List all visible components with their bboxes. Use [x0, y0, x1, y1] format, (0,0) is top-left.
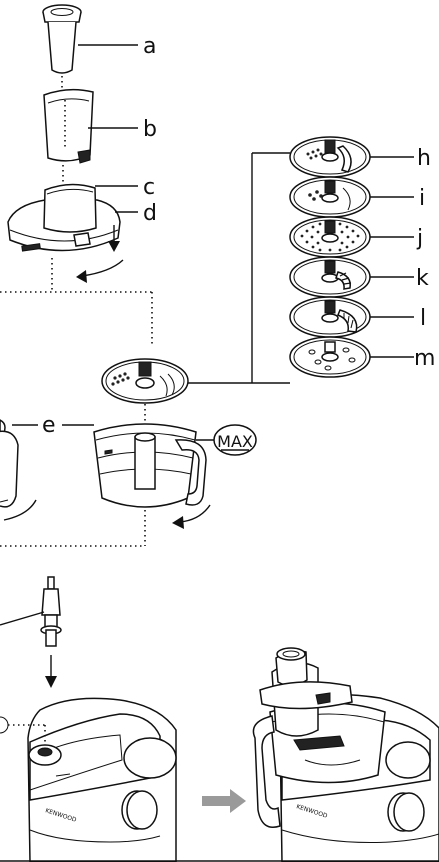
drive-shaft	[0, 577, 61, 688]
disc-j: j	[290, 217, 423, 257]
assembled-processor	[253, 648, 439, 862]
label-c: c	[143, 175, 155, 200]
max-mark: MAX	[196, 425, 256, 455]
disc-bracket	[252, 153, 290, 383]
disc-i: i	[290, 177, 425, 217]
disc-l: l	[290, 297, 426, 337]
part-a-pusher	[43, 5, 138, 73]
transition-arrow	[202, 789, 246, 813]
label-j: j	[416, 226, 423, 251]
label-h: h	[417, 146, 431, 171]
disc-m: m	[290, 337, 435, 377]
disc-k: k	[290, 257, 429, 297]
part-c-d-lid	[8, 184, 138, 283]
label-i: i	[419, 186, 425, 211]
label-m: m	[414, 346, 435, 371]
bowl-left-e: e	[0, 413, 94, 520]
label-k: k	[416, 266, 429, 291]
max-label: MAX	[217, 432, 253, 451]
disc-assembled	[102, 359, 252, 403]
label-a: a	[143, 34, 156, 59]
disc-h: h	[290, 137, 431, 177]
label-b: b	[143, 117, 157, 142]
bowl-center	[94, 424, 210, 529]
label-l: l	[420, 306, 426, 331]
label-d: d	[143, 201, 157, 226]
motor-base-left	[0, 698, 176, 862]
part-b-feed-tube	[44, 90, 138, 163]
label-e: e	[42, 413, 56, 438]
